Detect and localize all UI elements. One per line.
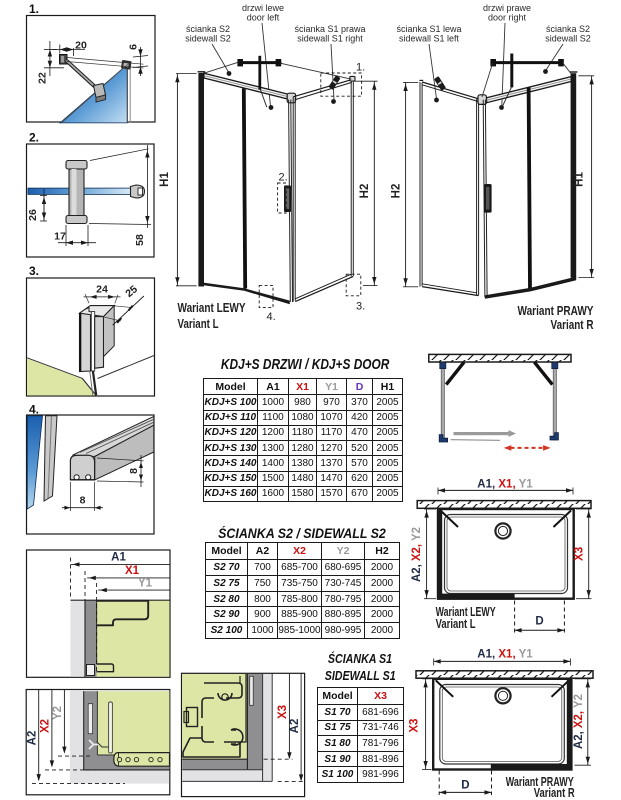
svg-text:ścianka S1 prawa: ścianka S1 prawa bbox=[294, 24, 365, 34]
svg-text:Y2: Y2 bbox=[52, 706, 64, 720]
svg-text:door left: door left bbox=[247, 13, 280, 23]
svg-text:H1: H1 bbox=[159, 172, 171, 187]
svg-text:8: 8 bbox=[80, 495, 86, 507]
svg-text:drzwi lewe: drzwi lewe bbox=[242, 3, 284, 13]
svg-text:25: 25 bbox=[123, 283, 140, 300]
svg-text:D: D bbox=[461, 779, 469, 791]
svg-text:sidewall S1 right: sidewall S1 right bbox=[297, 34, 363, 44]
svg-text:2.: 2. bbox=[279, 172, 288, 184]
svg-text:Variant L: Variant L bbox=[436, 617, 476, 631]
svg-text:drzwi prawe: drzwi prawe bbox=[483, 3, 531, 13]
svg-text:sidewall S2: sidewall S2 bbox=[545, 34, 591, 44]
svg-text:8: 8 bbox=[128, 468, 140, 474]
svg-text:sidewall S1 left: sidewall S1 left bbox=[399, 34, 460, 44]
svg-text:H2: H2 bbox=[390, 184, 402, 199]
svg-text:ścianka S2: ścianka S2 bbox=[186, 24, 230, 34]
svg-text:Y1: Y1 bbox=[138, 577, 153, 589]
svg-text:A2, X2, Y2: A2, X2, Y2 bbox=[573, 694, 585, 749]
svg-text:A1, X1, Y1: A1, X1, Y1 bbox=[477, 479, 533, 491]
svg-text:H2: H2 bbox=[359, 184, 371, 199]
svg-text:A1: A1 bbox=[111, 552, 126, 564]
svg-text:3.: 3. bbox=[356, 301, 365, 313]
svg-text:Wariant LEWY: Wariant LEWY bbox=[178, 301, 247, 315]
svg-text:20: 20 bbox=[75, 40, 87, 52]
svg-text:1.: 1. bbox=[356, 62, 365, 74]
svg-text:1.: 1. bbox=[29, 2, 39, 16]
svg-text:X3: X3 bbox=[277, 705, 289, 719]
svg-text:ścianka S2: ścianka S2 bbox=[546, 24, 590, 34]
svg-text:6: 6 bbox=[128, 44, 140, 50]
svg-text:D: D bbox=[535, 616, 543, 628]
svg-text:4.: 4. bbox=[267, 311, 276, 323]
svg-text:Wariant PRAWY: Wariant PRAWY bbox=[518, 304, 595, 318]
svg-text:26: 26 bbox=[27, 209, 39, 221]
svg-text:Variant L: Variant L bbox=[178, 317, 219, 331]
svg-text:A2: A2 bbox=[26, 731, 38, 746]
svg-text:3.: 3. bbox=[29, 264, 39, 278]
svg-text:H1: H1 bbox=[573, 172, 585, 187]
svg-text:Variant R: Variant R bbox=[534, 786, 575, 800]
svg-text:A2, X2, Y2: A2, X2, Y2 bbox=[411, 527, 423, 582]
svg-text:sidewall S2: sidewall S2 bbox=[185, 34, 231, 44]
svg-text:ścianka S1 lewa: ścianka S1 lewa bbox=[396, 24, 461, 34]
svg-text:4.: 4. bbox=[29, 403, 39, 417]
svg-text:X2: X2 bbox=[40, 719, 52, 733]
svg-text:Wariant LEWY: Wariant LEWY bbox=[436, 605, 496, 619]
svg-text:22: 22 bbox=[37, 72, 49, 84]
svg-text:24: 24 bbox=[96, 284, 108, 296]
svg-text:A2: A2 bbox=[289, 719, 301, 734]
svg-text:17: 17 bbox=[54, 231, 66, 243]
svg-text:Wariant PRAWY: Wariant PRAWY bbox=[506, 775, 574, 789]
svg-text:X1: X1 bbox=[125, 565, 140, 577]
svg-text:X3: X3 bbox=[409, 719, 421, 733]
svg-text:2.: 2. bbox=[29, 131, 39, 145]
svg-text:door right: door right bbox=[488, 13, 527, 23]
svg-text:Variant R: Variant R bbox=[551, 318, 594, 332]
svg-text:A1, X1, Y1: A1, X1, Y1 bbox=[477, 649, 533, 661]
svg-text:58: 58 bbox=[134, 234, 146, 246]
svg-text:X3: X3 bbox=[573, 547, 585, 561]
